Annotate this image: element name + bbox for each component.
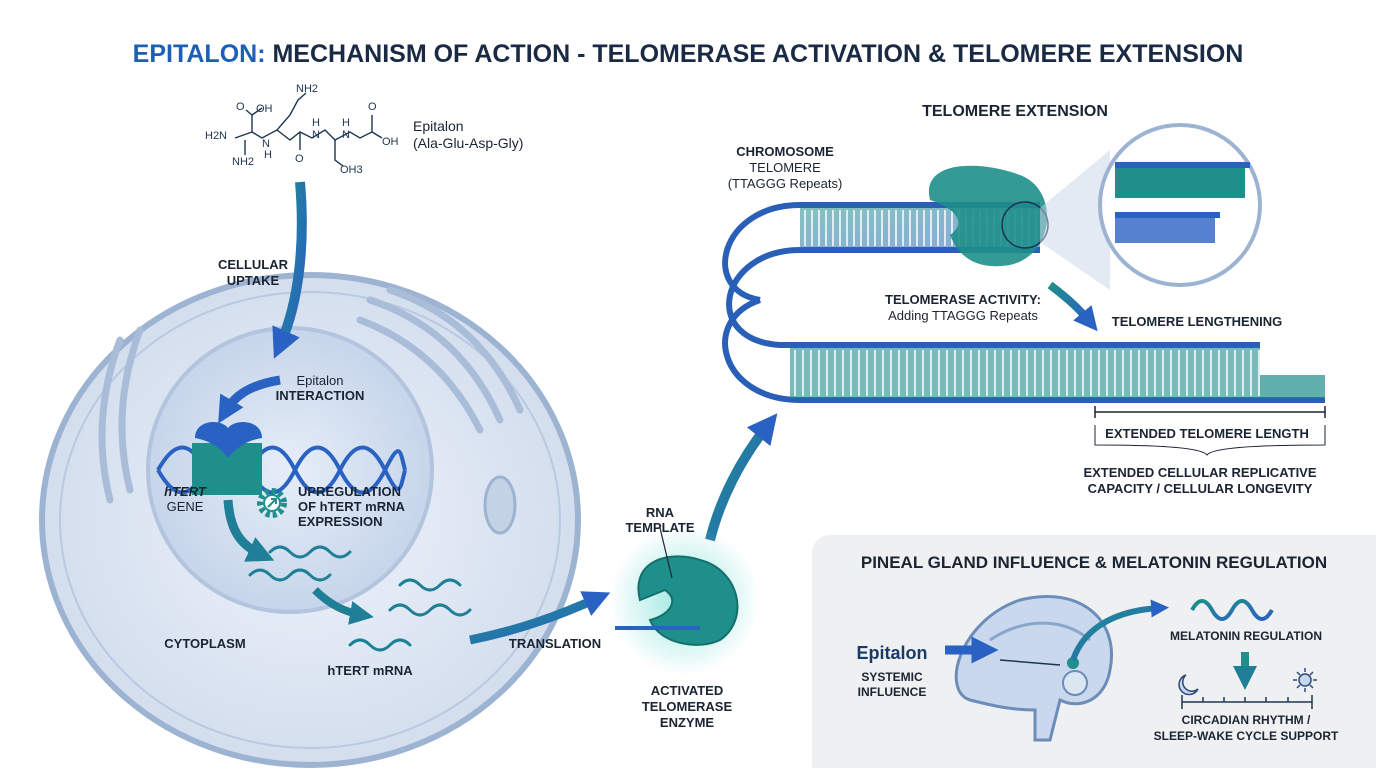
molecule-sequence: (Ala-Glu-Asp-Gly) bbox=[413, 135, 523, 151]
svg-text:H: H bbox=[264, 149, 272, 161]
capacity-label: EXTENDED CELLULAR REPLICATIVE bbox=[1083, 465, 1316, 480]
pineal-epitalon-label: Epitalon bbox=[857, 643, 928, 663]
circadian-label-2: SLEEP-WAKE CYCLE SUPPORT bbox=[1154, 729, 1339, 743]
svg-text:NH2: NH2 bbox=[232, 156, 254, 168]
telomere-heading: TELOMERE EXTENSION bbox=[922, 103, 1108, 120]
nucleus bbox=[146, 326, 434, 614]
new-repeats bbox=[1260, 375, 1325, 398]
upregulation-label: UPREGULATION bbox=[298, 484, 401, 499]
lengthening-arrow bbox=[1047, 281, 1098, 332]
svg-text:OH: OH bbox=[382, 136, 399, 148]
pineal-pointer bbox=[999, 659, 1061, 666]
lengthening-label: TELOMERE LENGTHENING bbox=[1112, 314, 1282, 329]
upregulation-label-2: OF hTERT mRNA bbox=[298, 499, 405, 514]
svg-text:NH2: NH2 bbox=[296, 83, 318, 95]
capacity-label-2: CAPACITY / CELLULAR LONGEVITY bbox=[1088, 481, 1313, 496]
cell-inner-membrane bbox=[59, 291, 561, 749]
uptake-label: CELLULAR bbox=[218, 257, 289, 272]
zoom-detail-repeats bbox=[1115, 162, 1250, 243]
endoplasmic-reticulum bbox=[98, 286, 524, 504]
title-rest: MECHANISM OF ACTION - TELOMERASE ACTIVAT… bbox=[266, 40, 1244, 68]
upregulation-label-3: EXPRESSION bbox=[298, 514, 383, 529]
svg-text:OH3: OH3 bbox=[340, 164, 363, 176]
epitalon-binding-shape bbox=[195, 422, 262, 458]
uptake-label-2: UPTAKE bbox=[227, 273, 280, 288]
transcription-arrow bbox=[223, 499, 275, 562]
cytoplasm-label: CYTOPLASM bbox=[164, 636, 245, 651]
svg-text:OH: OH bbox=[256, 103, 273, 115]
chromosome-strands bbox=[722, 202, 1325, 403]
moon-icon bbox=[1178, 674, 1199, 696]
title-prefix: EPITALON: bbox=[133, 40, 266, 68]
epitalon-molecule bbox=[234, 92, 383, 167]
length-bracket bbox=[1094, 406, 1326, 418]
telomerase-enzyme bbox=[637, 555, 739, 646]
molecule-atoms: NH2 O OH H2N NH2 N H O H N H N O OH OH3 bbox=[205, 83, 399, 176]
zoom-detail-circle bbox=[1098, 123, 1262, 287]
brain-icon bbox=[954, 595, 1113, 742]
enzyme-label-3: ENZYME bbox=[660, 715, 715, 730]
svg-text:N: N bbox=[262, 138, 270, 150]
interaction-arrow bbox=[218, 375, 281, 424]
systemic-label: SYSTEMIC bbox=[861, 670, 923, 684]
uptake-arrow bbox=[272, 181, 307, 359]
enzyme-label: ACTIVATED bbox=[651, 683, 723, 698]
repeat-ticks bbox=[794, 210, 1324, 396]
telomerase-on-chromosome bbox=[928, 165, 1048, 267]
translation-label: TRANSLATION bbox=[509, 636, 601, 651]
pineal-heading: PINEAL GLAND INFLUENCE & MELATONIN REGUL… bbox=[861, 553, 1327, 572]
sun-icon bbox=[1293, 668, 1317, 692]
activity-label-2: Adding TTAGGG Repeats bbox=[888, 308, 1038, 323]
translation-arrow bbox=[469, 591, 611, 645]
gene-label: hTERT bbox=[164, 484, 207, 499]
mrna-label: hTERT mRNA bbox=[327, 663, 413, 678]
gene-label-2: GENE bbox=[167, 499, 204, 514]
extended-length-label: EXTENDED TELOMERE LENGTH bbox=[1105, 426, 1309, 441]
svg-text:H2N: H2N bbox=[205, 130, 227, 142]
chromosome-label-2: TELOMERE bbox=[749, 160, 821, 175]
systemic-label-2: INFLUENCE bbox=[858, 685, 927, 699]
gear-icon bbox=[257, 488, 287, 518]
interaction-label-2: INTERACTION bbox=[276, 388, 365, 403]
page-title: EPITALON: MECHANISM OF ACTION - TELOMERA… bbox=[133, 40, 1244, 68]
zoom-cone bbox=[1040, 150, 1110, 290]
mitochondrion bbox=[483, 475, 517, 535]
melatonin-label: MELATONIN REGULATION bbox=[1170, 629, 1322, 643]
enzyme-label-2: TELOMERASE bbox=[642, 699, 733, 714]
activation-arrow bbox=[705, 413, 778, 542]
svg-text:O: O bbox=[236, 101, 245, 113]
circadian-label: CIRCADIAN RHYTHM / bbox=[1182, 713, 1311, 727]
mrna-strands bbox=[248, 545, 472, 652]
chromosome-label: CHROMOSOME bbox=[736, 144, 834, 159]
melatonin-wave bbox=[1190, 599, 1274, 621]
export-arrow bbox=[312, 587, 374, 625]
molecule-name: Epitalon bbox=[413, 118, 464, 134]
svg-text:O: O bbox=[368, 101, 377, 113]
interaction-label: Epitalon bbox=[297, 373, 344, 388]
svg-text:N: N bbox=[312, 129, 320, 141]
lower-telomere-repeats bbox=[790, 348, 1260, 398]
capacity-brace bbox=[1094, 425, 1326, 456]
svg-text:H: H bbox=[312, 117, 320, 129]
svg-text:H: H bbox=[342, 117, 350, 129]
circadian-timeline bbox=[1181, 695, 1313, 709]
activity-label: TELOMERASE ACTIVITY: bbox=[885, 292, 1041, 307]
melatonin-arrow bbox=[1070, 599, 1169, 662]
svg-text:O: O bbox=[295, 153, 304, 165]
svg-text:N: N bbox=[342, 129, 350, 141]
rna-template-pointer bbox=[659, 527, 673, 579]
rna-template-label-2: TEMPLATE bbox=[625, 520, 694, 535]
chromosome-label-3: (TTAGGG Repeats) bbox=[728, 176, 843, 191]
rna-template-label: RNA bbox=[646, 505, 675, 520]
